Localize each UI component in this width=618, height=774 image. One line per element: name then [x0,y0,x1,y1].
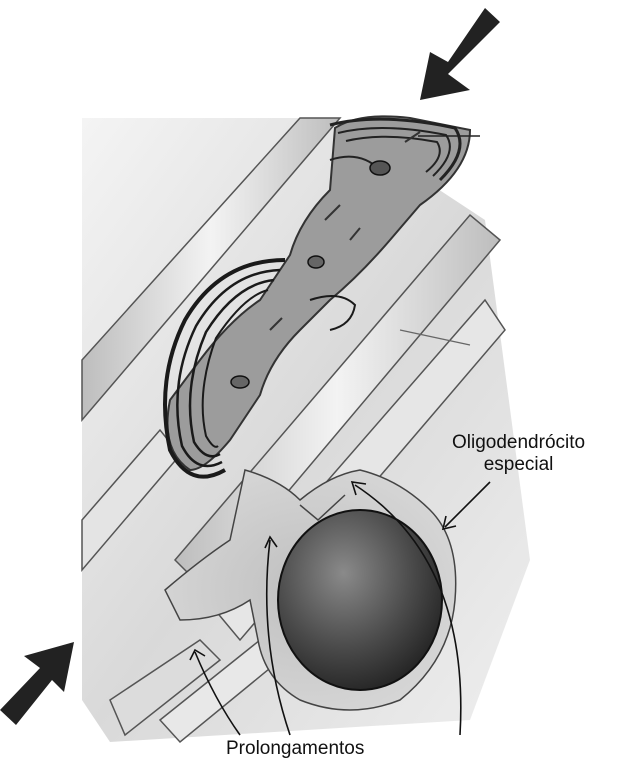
oligodendrocyte-label-line2: especial [452,454,585,476]
processes-label: Prolongamentos [226,738,364,760]
oligodendrocyte-label-line1: Oligodendrócito [452,432,585,454]
oligodendrocyte-label: Oligodendrócito especial [452,432,585,476]
nucleus [278,510,442,690]
top-right-arrow-icon [420,8,500,100]
bottom-left-arrow-icon [0,642,74,725]
